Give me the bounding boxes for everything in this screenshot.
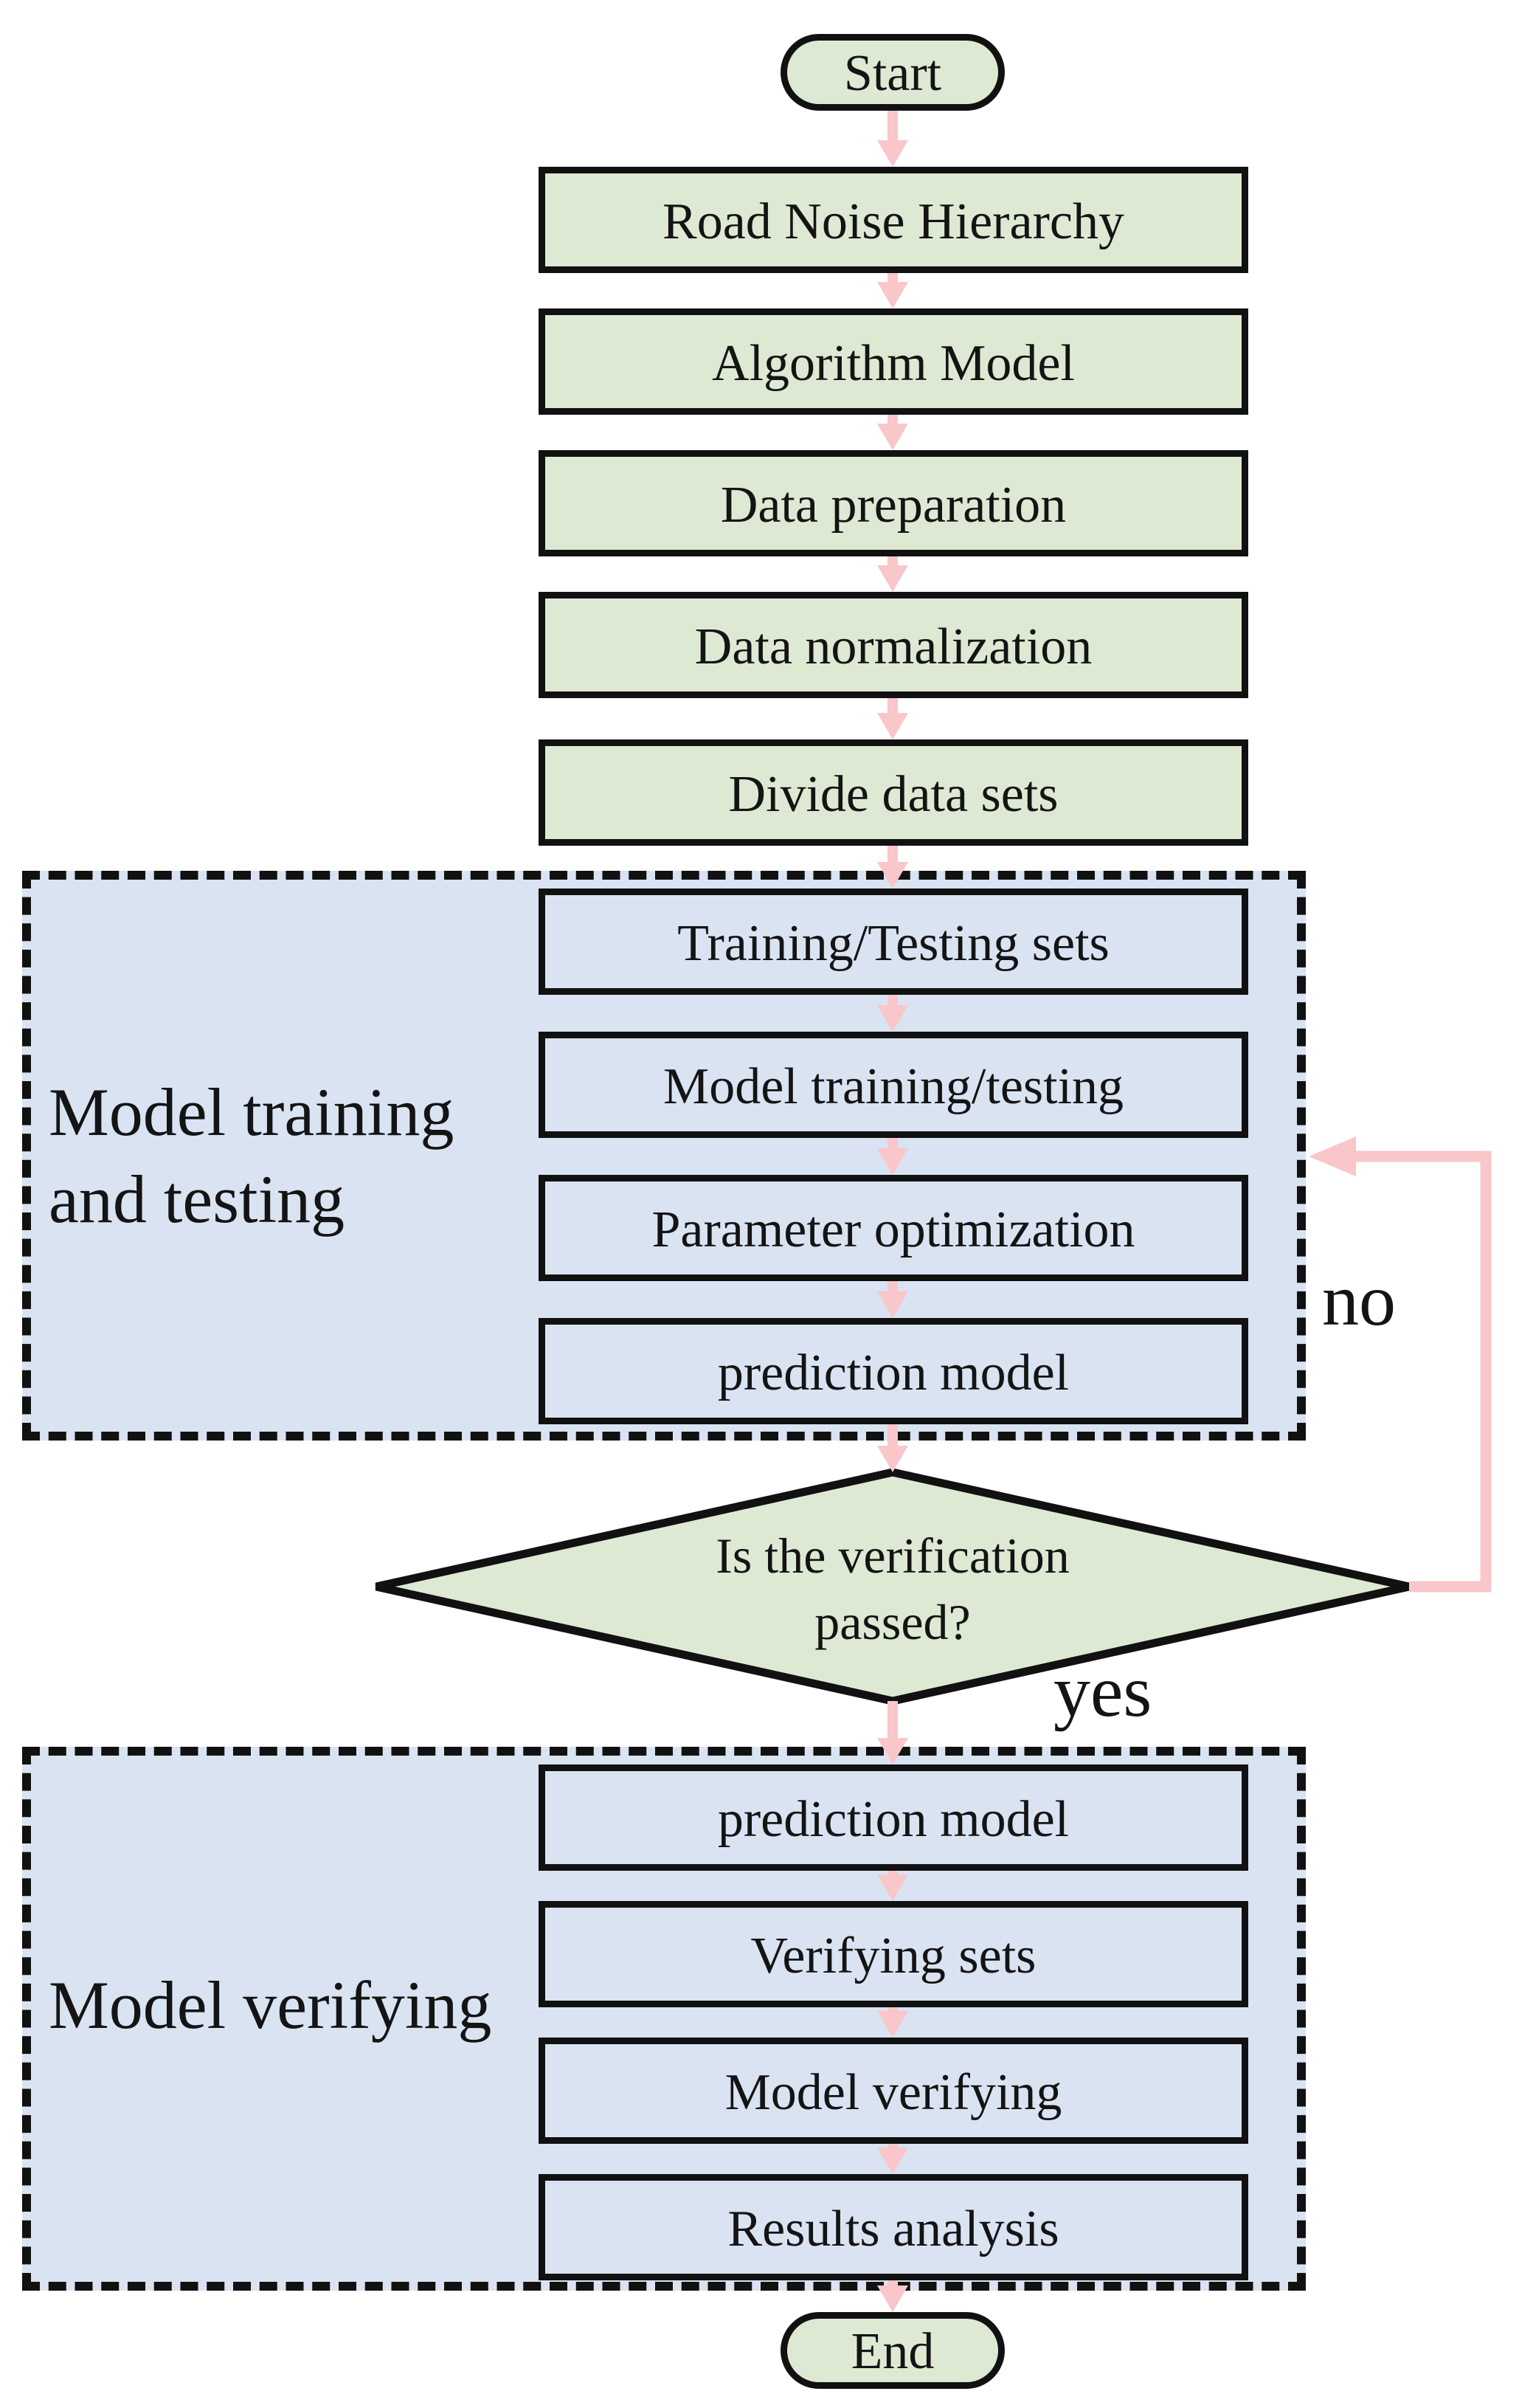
process-label: prediction model xyxy=(717,1791,1070,1848)
group-label-line: Model verifying xyxy=(49,1967,492,2043)
start-terminal-label: Start xyxy=(843,45,942,102)
process-data-preparation: Data preparation xyxy=(539,450,1248,556)
group-label-line2: and testing xyxy=(49,1162,345,1237)
arrow-preparation-to-normalization xyxy=(877,556,908,592)
process-label: Data preparation xyxy=(720,477,1067,534)
process-prediction-model-verifying: prediction model xyxy=(539,1764,1248,1871)
decision-question: Is the verification passed? xyxy=(561,1522,1225,1655)
process-model-training-testing: Model training/testing xyxy=(539,1032,1248,1138)
process-label: Verifying sets xyxy=(750,1928,1037,1984)
end-terminal-label: End xyxy=(851,2323,935,2380)
process-label: Model training/testing xyxy=(662,1058,1124,1115)
process-label: Training/Testing sets xyxy=(677,915,1110,972)
process-parameter-optimization: Parameter optimization xyxy=(539,1175,1248,1281)
arrow-normalization-to-divide xyxy=(877,698,908,739)
process-label: Results analysis xyxy=(727,2201,1059,2257)
process-label: prediction model xyxy=(717,1345,1070,1401)
branch-label-no: no xyxy=(1322,1259,1396,1341)
process-model-verifying: Model verifying xyxy=(539,2038,1248,2144)
process-label: Model verifying xyxy=(724,2064,1062,2121)
decision-question-line1: Is the verification xyxy=(716,1528,1070,1584)
process-label: Parameter optimization xyxy=(651,1201,1135,1258)
process-results-analysis: Results analysis xyxy=(539,2174,1248,2280)
end-terminal: End xyxy=(781,2312,1005,2389)
process-divide-data-sets: Divide data sets xyxy=(539,739,1248,846)
process-label: Algorithm Model xyxy=(712,335,1075,392)
decision-question-line2: passed? xyxy=(814,1594,971,1650)
process-label: Divide data sets xyxy=(728,766,1059,823)
process-label: Road Noise Hierarchy xyxy=(662,193,1124,250)
branch-label-yes: yes xyxy=(1053,1650,1152,1732)
process-label: Data normalization xyxy=(694,618,1093,675)
process-prediction-model-training: prediction model xyxy=(539,1318,1248,1424)
process-data-normalization: Data normalization xyxy=(539,592,1248,698)
arrow-start-to-road-noise xyxy=(877,111,908,167)
process-algorithm-model: Algorithm Model xyxy=(539,308,1248,415)
process-road-noise-hierarchy: Road Noise Hierarchy xyxy=(539,167,1248,273)
start-terminal: Start xyxy=(781,34,1005,111)
group-label-model-verifying: Model verifying xyxy=(49,1962,491,2049)
process-verifying-sets: Verifying sets xyxy=(539,1901,1248,2007)
feedback-no-arrowhead xyxy=(1309,1136,1356,1176)
group-label-line1: Model training xyxy=(49,1074,454,1150)
arrow-road-noise-to-algorithm xyxy=(877,273,908,308)
arrow-algorithm-to-preparation xyxy=(877,415,908,450)
process-training-testing-sets: Training/Testing sets xyxy=(539,889,1248,995)
group-label-model-training-testing: Model training and testing xyxy=(49,1069,454,1243)
